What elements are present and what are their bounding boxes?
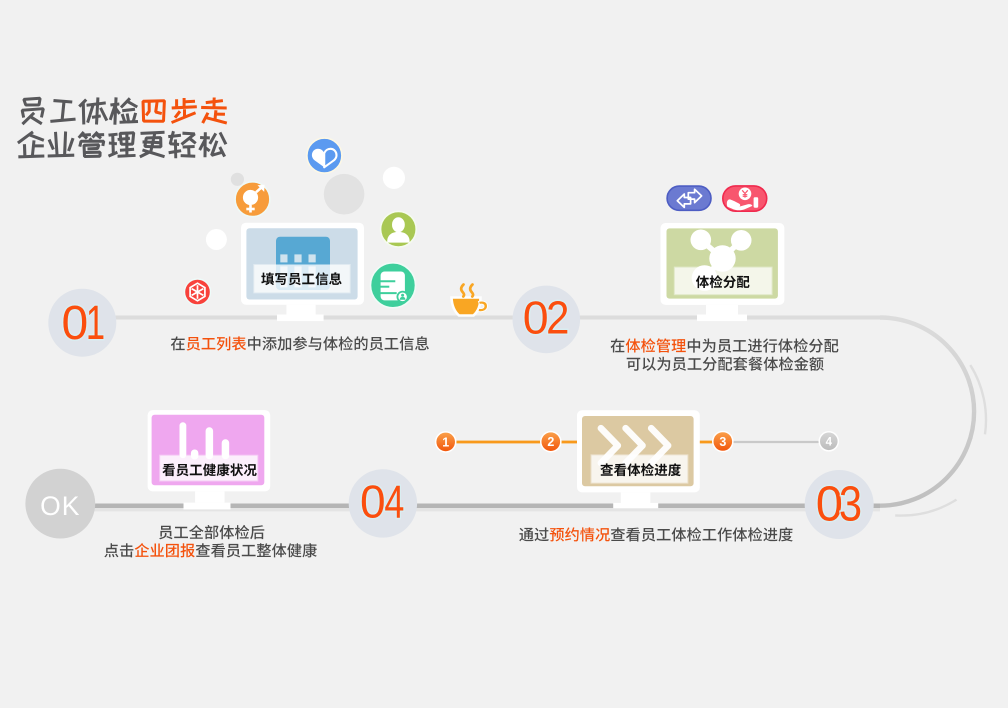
svg-text:1: 1	[86, 296, 105, 350]
svg-text:0: 0	[62, 297, 89, 350]
svg-text:3: 3	[719, 435, 726, 449]
svg-text:1: 1	[442, 435, 449, 449]
svg-text:2: 2	[547, 435, 554, 449]
svg-text:OK: OK	[40, 491, 80, 521]
svg-text:2: 2	[546, 293, 569, 345]
svg-text:4: 4	[826, 437, 833, 449]
svg-text:0: 0	[360, 476, 386, 528]
svg-text:0: 0	[816, 477, 843, 531]
svg-text:0: 0	[523, 292, 549, 344]
svg-text:3: 3	[839, 476, 862, 531]
svg-text:4: 4	[384, 476, 404, 527]
